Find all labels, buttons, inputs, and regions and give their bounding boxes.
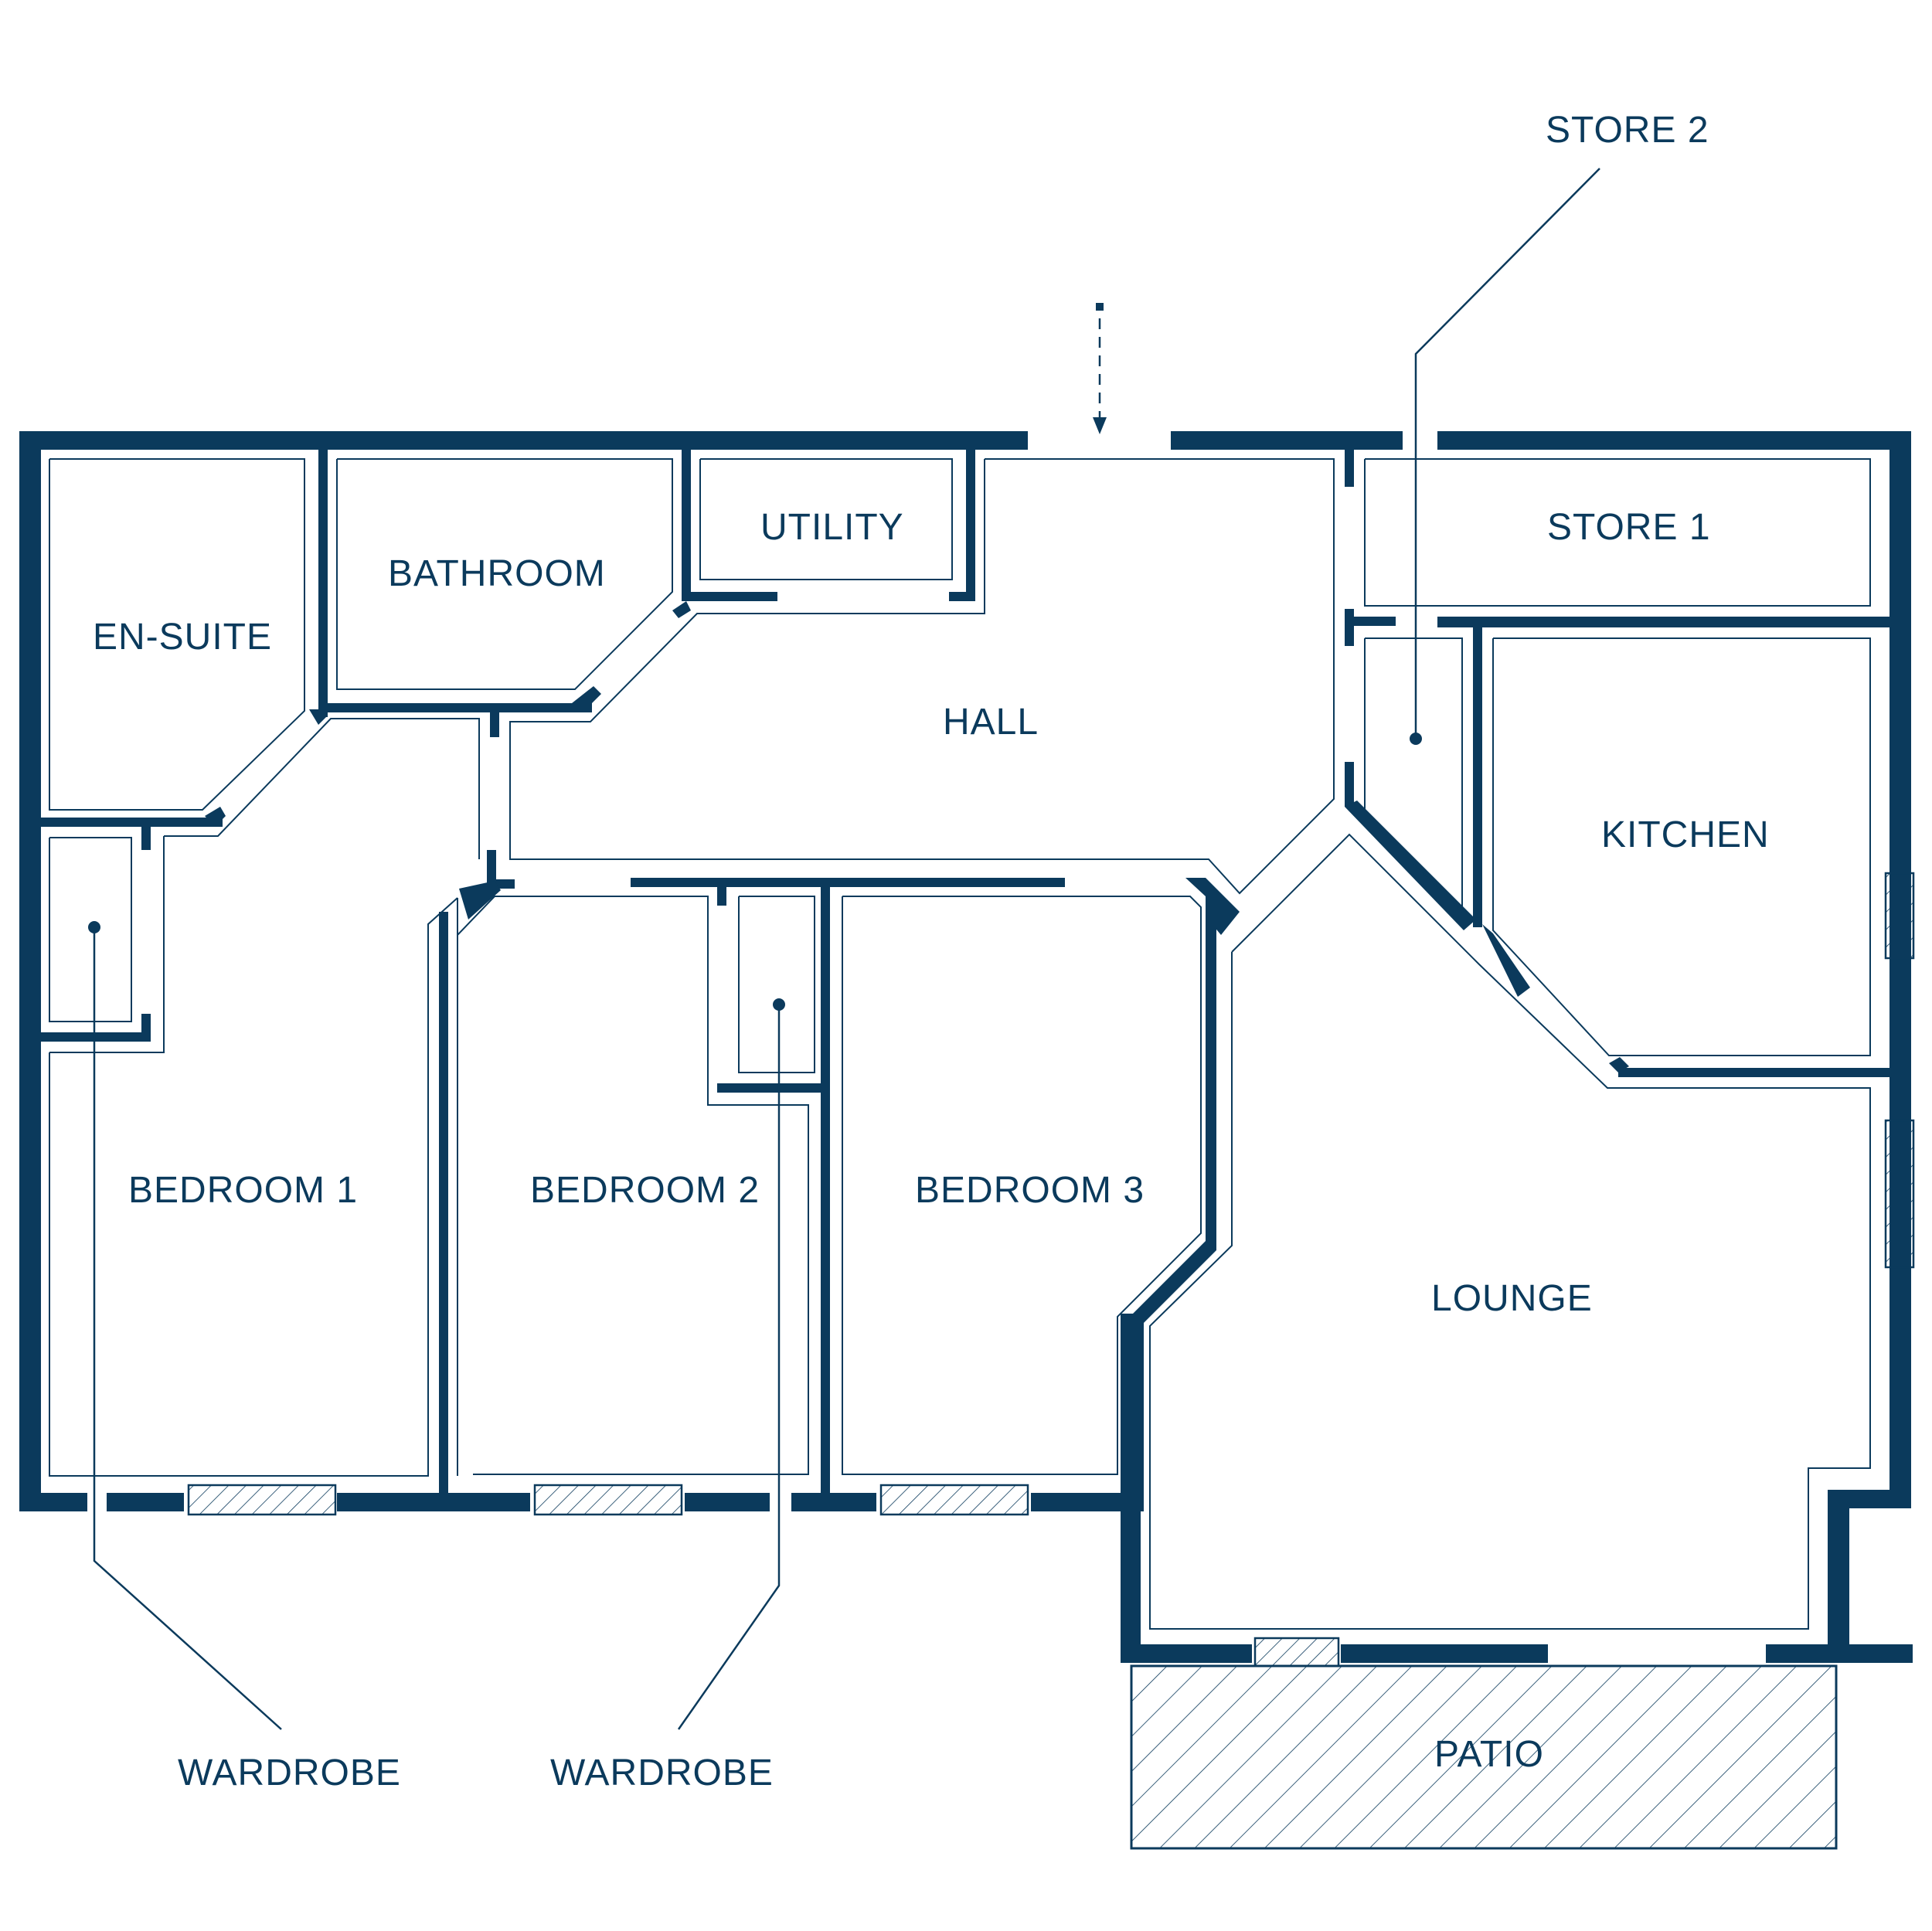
bedroom-2-label: BEDROOM 2 <box>530 1170 760 1211</box>
dashed-arrow-down-icon <box>1093 303 1107 434</box>
interior-walls <box>41 447 1901 1511</box>
hatched-window-icon <box>879 1484 1029 1516</box>
hatched-window-icon <box>187 1484 337 1516</box>
room-outlines <box>49 458 1871 1630</box>
kitchen-label: KITCHEN <box>1601 814 1770 855</box>
lounge-label: LOUNGE <box>1431 1278 1593 1319</box>
windows <box>187 872 1915 1668</box>
hatched-window-icon <box>1884 872 1915 960</box>
store-2-label: STORE 2 <box>1546 110 1709 151</box>
room-labels: STORE 2 UTILITY STORE 1 BATHROOM EN-SUIT… <box>93 110 1770 1793</box>
hatched-window-icon <box>1253 1637 1340 1668</box>
outer-walls <box>19 431 1913 1663</box>
hall-label: HALL <box>943 702 1039 743</box>
hatched-window-icon <box>1884 1119 1915 1269</box>
bathroom-label: BATHROOM <box>388 553 606 594</box>
patio-label: PATIO <box>1434 1734 1544 1775</box>
store-1-label: STORE 1 <box>1547 507 1711 548</box>
leader-lines <box>88 168 1600 1730</box>
hatched-window-icon <box>533 1484 683 1516</box>
patio-area <box>1130 1664 1838 1850</box>
en-suite-label: EN-SUITE <box>93 617 272 658</box>
utility-label: UTILITY <box>760 507 904 548</box>
bedroom-3-label: BEDROOM 3 <box>915 1170 1145 1211</box>
bedroom-1-label: BEDROOM 1 <box>128 1170 358 1211</box>
wardrobe-2-label: WARDROBE <box>550 1753 774 1793</box>
wardrobe-1-label: WARDROBE <box>178 1753 401 1793</box>
